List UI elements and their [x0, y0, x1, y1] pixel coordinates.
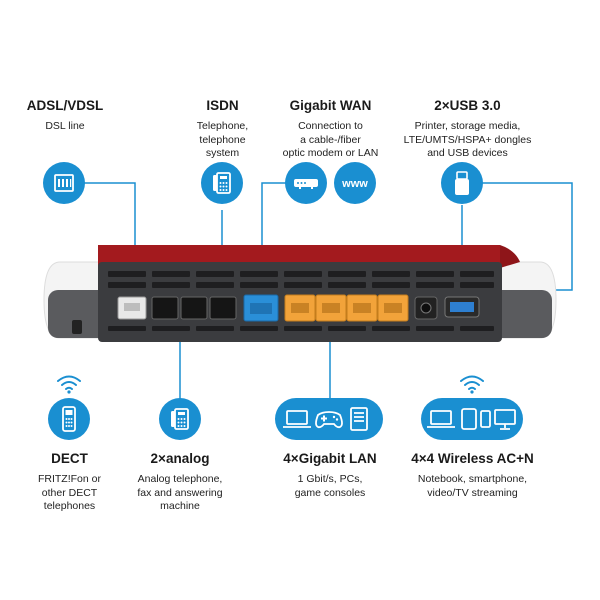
router-red-side [500, 245, 520, 268]
lan-title: 4×Gigabit LAN [283, 451, 377, 466]
isdn-title: ISDN [206, 98, 239, 113]
router-right-side [502, 290, 552, 338]
laptop-icon-wlan [427, 410, 455, 428]
bottom-vents [108, 326, 494, 331]
router-foot [72, 320, 82, 334]
usb-title: 2×USB 3.0 [434, 98, 501, 113]
tablet-icon [461, 408, 477, 430]
wifi-icon [57, 375, 81, 394]
wifi-icon-wlan [460, 375, 484, 394]
modem-icon [285, 162, 327, 204]
wan-desc: Connection to a cable-/fiber optic modem… [282, 120, 379, 159]
isdn-phone-icon [201, 162, 243, 204]
isdn-analog-port-1 [151, 296, 179, 320]
laptop-icon [283, 410, 311, 428]
wlan-title: 4×4 Wireless AC+N [411, 451, 534, 466]
label-isdn: ISDN Telephone, telephone system [170, 98, 275, 161]
dsl-port-icon [43, 162, 85, 204]
analog-title: 2×analog [150, 451, 210, 466]
dect-title: DECT [51, 451, 88, 466]
wan-title: Gigabit WAN [289, 98, 372, 113]
label-lan: 4×Gigabit LAN 1 Gbit/s, PCs, game consol… [270, 451, 390, 500]
analog-desc: Analog telephone, fax and answering mach… [137, 473, 223, 512]
wlan-desc: Notebook, smartphone, video/TV streaming [417, 473, 528, 499]
usb-stick-icon [441, 162, 483, 204]
isdn-analog-port-3 [209, 296, 237, 320]
dect-desc: FRITZ!Fon or other DECT telephones [37, 473, 101, 512]
www-icon: www [334, 162, 376, 204]
vent-slots [108, 271, 494, 288]
monitor-icon [494, 409, 516, 430]
isdn-desc: Telephone, telephone system [196, 120, 249, 159]
label-wan: Gigabit WAN Connection to a cable-/fiber… [268, 98, 393, 161]
dect-phone-icon [48, 398, 90, 440]
lan-desc: 1 Gbit/s, PCs, game consoles [294, 473, 366, 499]
pc-tower-icon [350, 407, 368, 431]
adsl-title: ADSL/VDSL [26, 98, 104, 113]
www-text: www [341, 178, 368, 190]
label-wlan: 4×4 Wireless AC+N Notebook, smartphone, … [400, 451, 545, 500]
smartphone-icon [480, 410, 491, 428]
label-dect: DECT FRITZ!Fon or other DECT telephones [17, 451, 122, 514]
label-adsl: ADSL/VDSL DSL line [10, 98, 120, 134]
wlan-devices-pill [421, 398, 523, 440]
isdn-analog-port-2 [180, 296, 208, 320]
usb-desc: Printer, storage media, LTE/UMTS/HSPA+ d… [403, 120, 532, 159]
line-wlan [481, 182, 573, 291]
router [43, 245, 557, 342]
analog-phone-icon [159, 398, 201, 440]
lan-devices-pill [275, 398, 383, 440]
router-left-side [48, 290, 98, 338]
label-analog: 2×analog Analog telephone, fax and answe… [120, 451, 240, 514]
adsl-desc: DSL line [45, 120, 85, 132]
gamepad-icon [315, 411, 343, 429]
label-usb: 2×USB 3.0 Printer, storage media, LTE/UM… [390, 98, 545, 161]
